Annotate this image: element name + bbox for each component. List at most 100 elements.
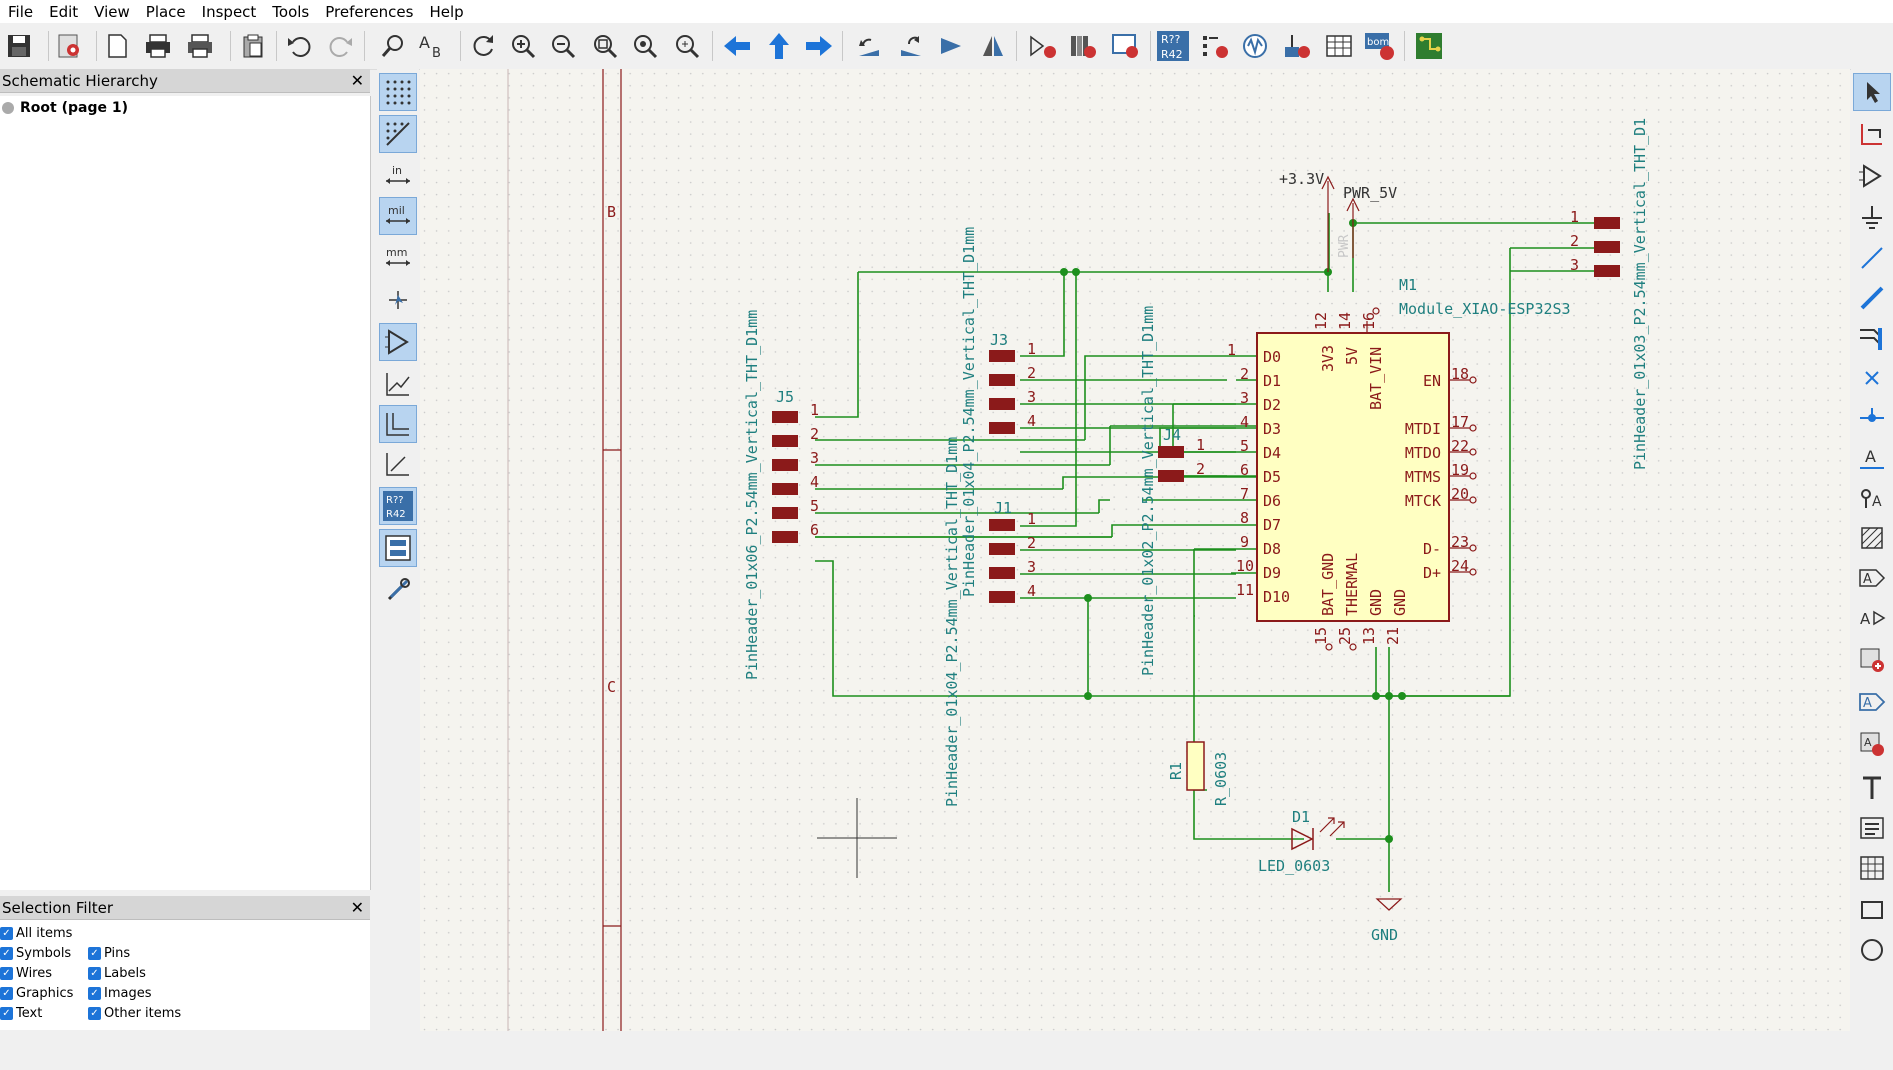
zoom-selection-icon[interactable] — [670, 29, 704, 63]
led-d1[interactable]: D1 LED_0603 — [1258, 808, 1345, 875]
select-arrow-icon[interactable] — [1853, 73, 1891, 111]
paste-icon[interactable] — [236, 29, 270, 63]
close-icon[interactable]: ✕ — [350, 71, 364, 90]
symbol-editor-icon[interactable] — [1026, 29, 1060, 63]
menu-tools[interactable]: Tools — [272, 2, 310, 21]
bus-entry-icon[interactable] — [1853, 319, 1891, 357]
add-sheet-icon[interactable] — [1853, 641, 1891, 679]
find-icon[interactable] — [376, 29, 410, 63]
menu-help[interactable]: Help — [429, 2, 464, 21]
filter-images[interactable]: ✓Images — [88, 986, 152, 1001]
add-wire-icon[interactable] — [1853, 239, 1891, 277]
zoom-out-icon[interactable] — [546, 29, 580, 63]
tools-icon[interactable] — [379, 571, 417, 609]
filter-graphics[interactable]: ✓Graphics — [0, 986, 73, 1001]
add-circle-icon[interactable] — [1853, 931, 1891, 969]
filter-labels[interactable]: ✓Labels — [88, 966, 146, 981]
connector-j3[interactable]: 1 2 3 4 J3 PinHeader_01x04_P2.54mm_Verti… — [960, 227, 1036, 597]
add-table-icon[interactable] — [1853, 849, 1891, 887]
import-sheet-pin-icon[interactable]: A — [1853, 725, 1891, 763]
symbol-library-icon[interactable] — [1066, 29, 1100, 63]
save-icon[interactable] — [2, 29, 36, 63]
filter-symbols[interactable]: ✓Symbols — [0, 946, 71, 961]
line-mode-90-icon[interactable] — [379, 405, 417, 443]
add-symbol-icon[interactable] — [1853, 157, 1891, 195]
bom-icon[interactable]: bom — [1362, 29, 1396, 63]
simulator-icon[interactable] — [1238, 29, 1272, 63]
pcb-editor-icon[interactable] — [1412, 29, 1446, 63]
hierarchical-label-icon[interactable]: A — [1853, 599, 1891, 637]
power-3v3-symbol[interactable]: +3.3V — [1279, 170, 1335, 272]
global-label-icon[interactable]: A — [1853, 559, 1891, 597]
redo-icon[interactable] — [324, 29, 358, 63]
erc-icon[interactable] — [1198, 29, 1232, 63]
net-label-icon[interactable]: A — [1853, 439, 1891, 477]
cursor-crosshair-icon[interactable] — [379, 281, 417, 319]
menu-view[interactable]: View — [94, 2, 130, 21]
rule-area-icon[interactable] — [1853, 519, 1891, 557]
add-bus-icon[interactable] — [1853, 279, 1891, 317]
netlist-icon[interactable] — [1280, 29, 1314, 63]
menu-file[interactable]: File — [8, 2, 34, 21]
menu-inspect[interactable]: Inspect — [201, 2, 257, 21]
fields-editor-icon[interactable] — [1322, 29, 1356, 63]
resistor-r1[interactable]: R1 R_0603 — [1167, 741, 1230, 806]
no-connect-icon[interactable] — [1853, 359, 1891, 397]
add-power-icon[interactable] — [1853, 199, 1891, 237]
zoom-objects-icon[interactable] — [628, 29, 662, 63]
connector-j1[interactable]: 1 2 3 4 J1 PinHeader_01x04_P2.54mm_Verti… — [943, 437, 1036, 807]
zoom-fit-icon[interactable] — [588, 29, 622, 63]
undo-icon[interactable] — [282, 29, 316, 63]
highlight-net-icon[interactable] — [1853, 115, 1891, 153]
pwr-5v-symbol[interactable]: PWR_5V PWR — [1337, 184, 1397, 258]
sheet-pin-icon[interactable]: A — [1853, 683, 1891, 721]
hierarchy-root-item[interactable]: Root (page 1) — [2, 100, 128, 116]
filter-all-items[interactable]: ✓All items — [0, 926, 72, 941]
rotate-cw-icon[interactable] — [894, 29, 928, 63]
units-mil-icon[interactable]: mil — [379, 197, 417, 235]
add-rectangle-icon[interactable] — [1853, 891, 1891, 929]
connector-j2[interactable]: 1 2 3 PinHeader_01x03_P2.54mm_Vertical_T… — [1510, 118, 1649, 470]
print-icon[interactable] — [141, 29, 175, 63]
rotate-ccw-icon[interactable] — [852, 29, 886, 63]
refresh-icon[interactable] — [466, 29, 500, 63]
filter-text[interactable]: ✓Text — [0, 1006, 42, 1021]
filter-other-items[interactable]: ✓Other items — [88, 1006, 181, 1021]
menu-edit[interactable]: Edit — [49, 2, 79, 21]
page-settings-icon[interactable] — [100, 29, 134, 63]
annotate-icon[interactable]: R??R42 — [1156, 29, 1190, 63]
schematic-setup-icon[interactable] — [52, 29, 86, 63]
menu-preferences[interactable]: Preferences — [325, 2, 414, 21]
hierarchy-navigator-icon[interactable] — [379, 529, 417, 567]
footprint-assign-icon[interactable] — [1108, 29, 1142, 63]
up-arrow-icon[interactable] — [762, 29, 796, 63]
connector-j4[interactable]: 1 2 J4 PinHeader_01x02_P2.54mm_Vertical_… — [1139, 306, 1205, 676]
forward-arrow-icon[interactable] — [802, 29, 836, 63]
filter-wires[interactable]: ✓Wires — [0, 966, 52, 981]
zoom-in-icon[interactable] — [506, 29, 540, 63]
units-inch-icon[interactable]: in — [379, 157, 417, 195]
annotate-left-icon[interactable]: R??R42 — [379, 487, 417, 525]
grid-dots-icon[interactable] — [379, 73, 417, 111]
mirror-horizontal-icon[interactable] — [976, 29, 1010, 63]
connector-j5[interactable]: 1 2 3 4 5 6 J5 PinHeader_01x06_P2.54mm_V… — [743, 310, 819, 680]
line-mode-free-icon[interactable] — [379, 365, 417, 403]
gnd-symbol[interactable]: GND — [1371, 898, 1403, 944]
schematic-canvas[interactable]: B C — [420, 69, 1850, 1031]
close-icon[interactable]: ✕ — [350, 898, 364, 917]
back-arrow-icon[interactable] — [720, 29, 754, 63]
hidden-pins-icon[interactable] — [379, 323, 417, 361]
module-m1[interactable]: M1 Module_XIAO-ESP32S3 D0 D1 D2 D3 D4 D5… — [1227, 276, 1571, 651]
junction-icon[interactable] — [1853, 399, 1891, 437]
filter-pins[interactable]: ✓Pins — [88, 946, 130, 961]
line-mode-45-icon[interactable] — [379, 445, 417, 483]
menu-place[interactable]: Place — [145, 2, 186, 21]
add-text-icon[interactable] — [1853, 769, 1891, 807]
netclass-directive-icon[interactable]: A — [1853, 479, 1891, 517]
grid-override-icon[interactable] — [379, 115, 417, 153]
mirror-vertical-icon[interactable] — [934, 29, 968, 63]
units-mm-icon[interactable]: mm — [379, 239, 417, 277]
plot-icon[interactable] — [183, 29, 217, 63]
add-textbox-icon[interactable] — [1853, 809, 1891, 847]
